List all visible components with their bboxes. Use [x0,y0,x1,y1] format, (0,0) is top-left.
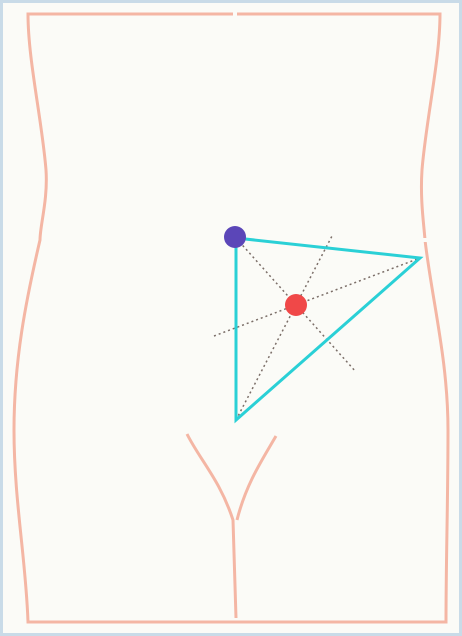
top-left-marker [224,226,246,248]
center-marker [285,294,307,316]
torso-outline [14,14,448,622]
